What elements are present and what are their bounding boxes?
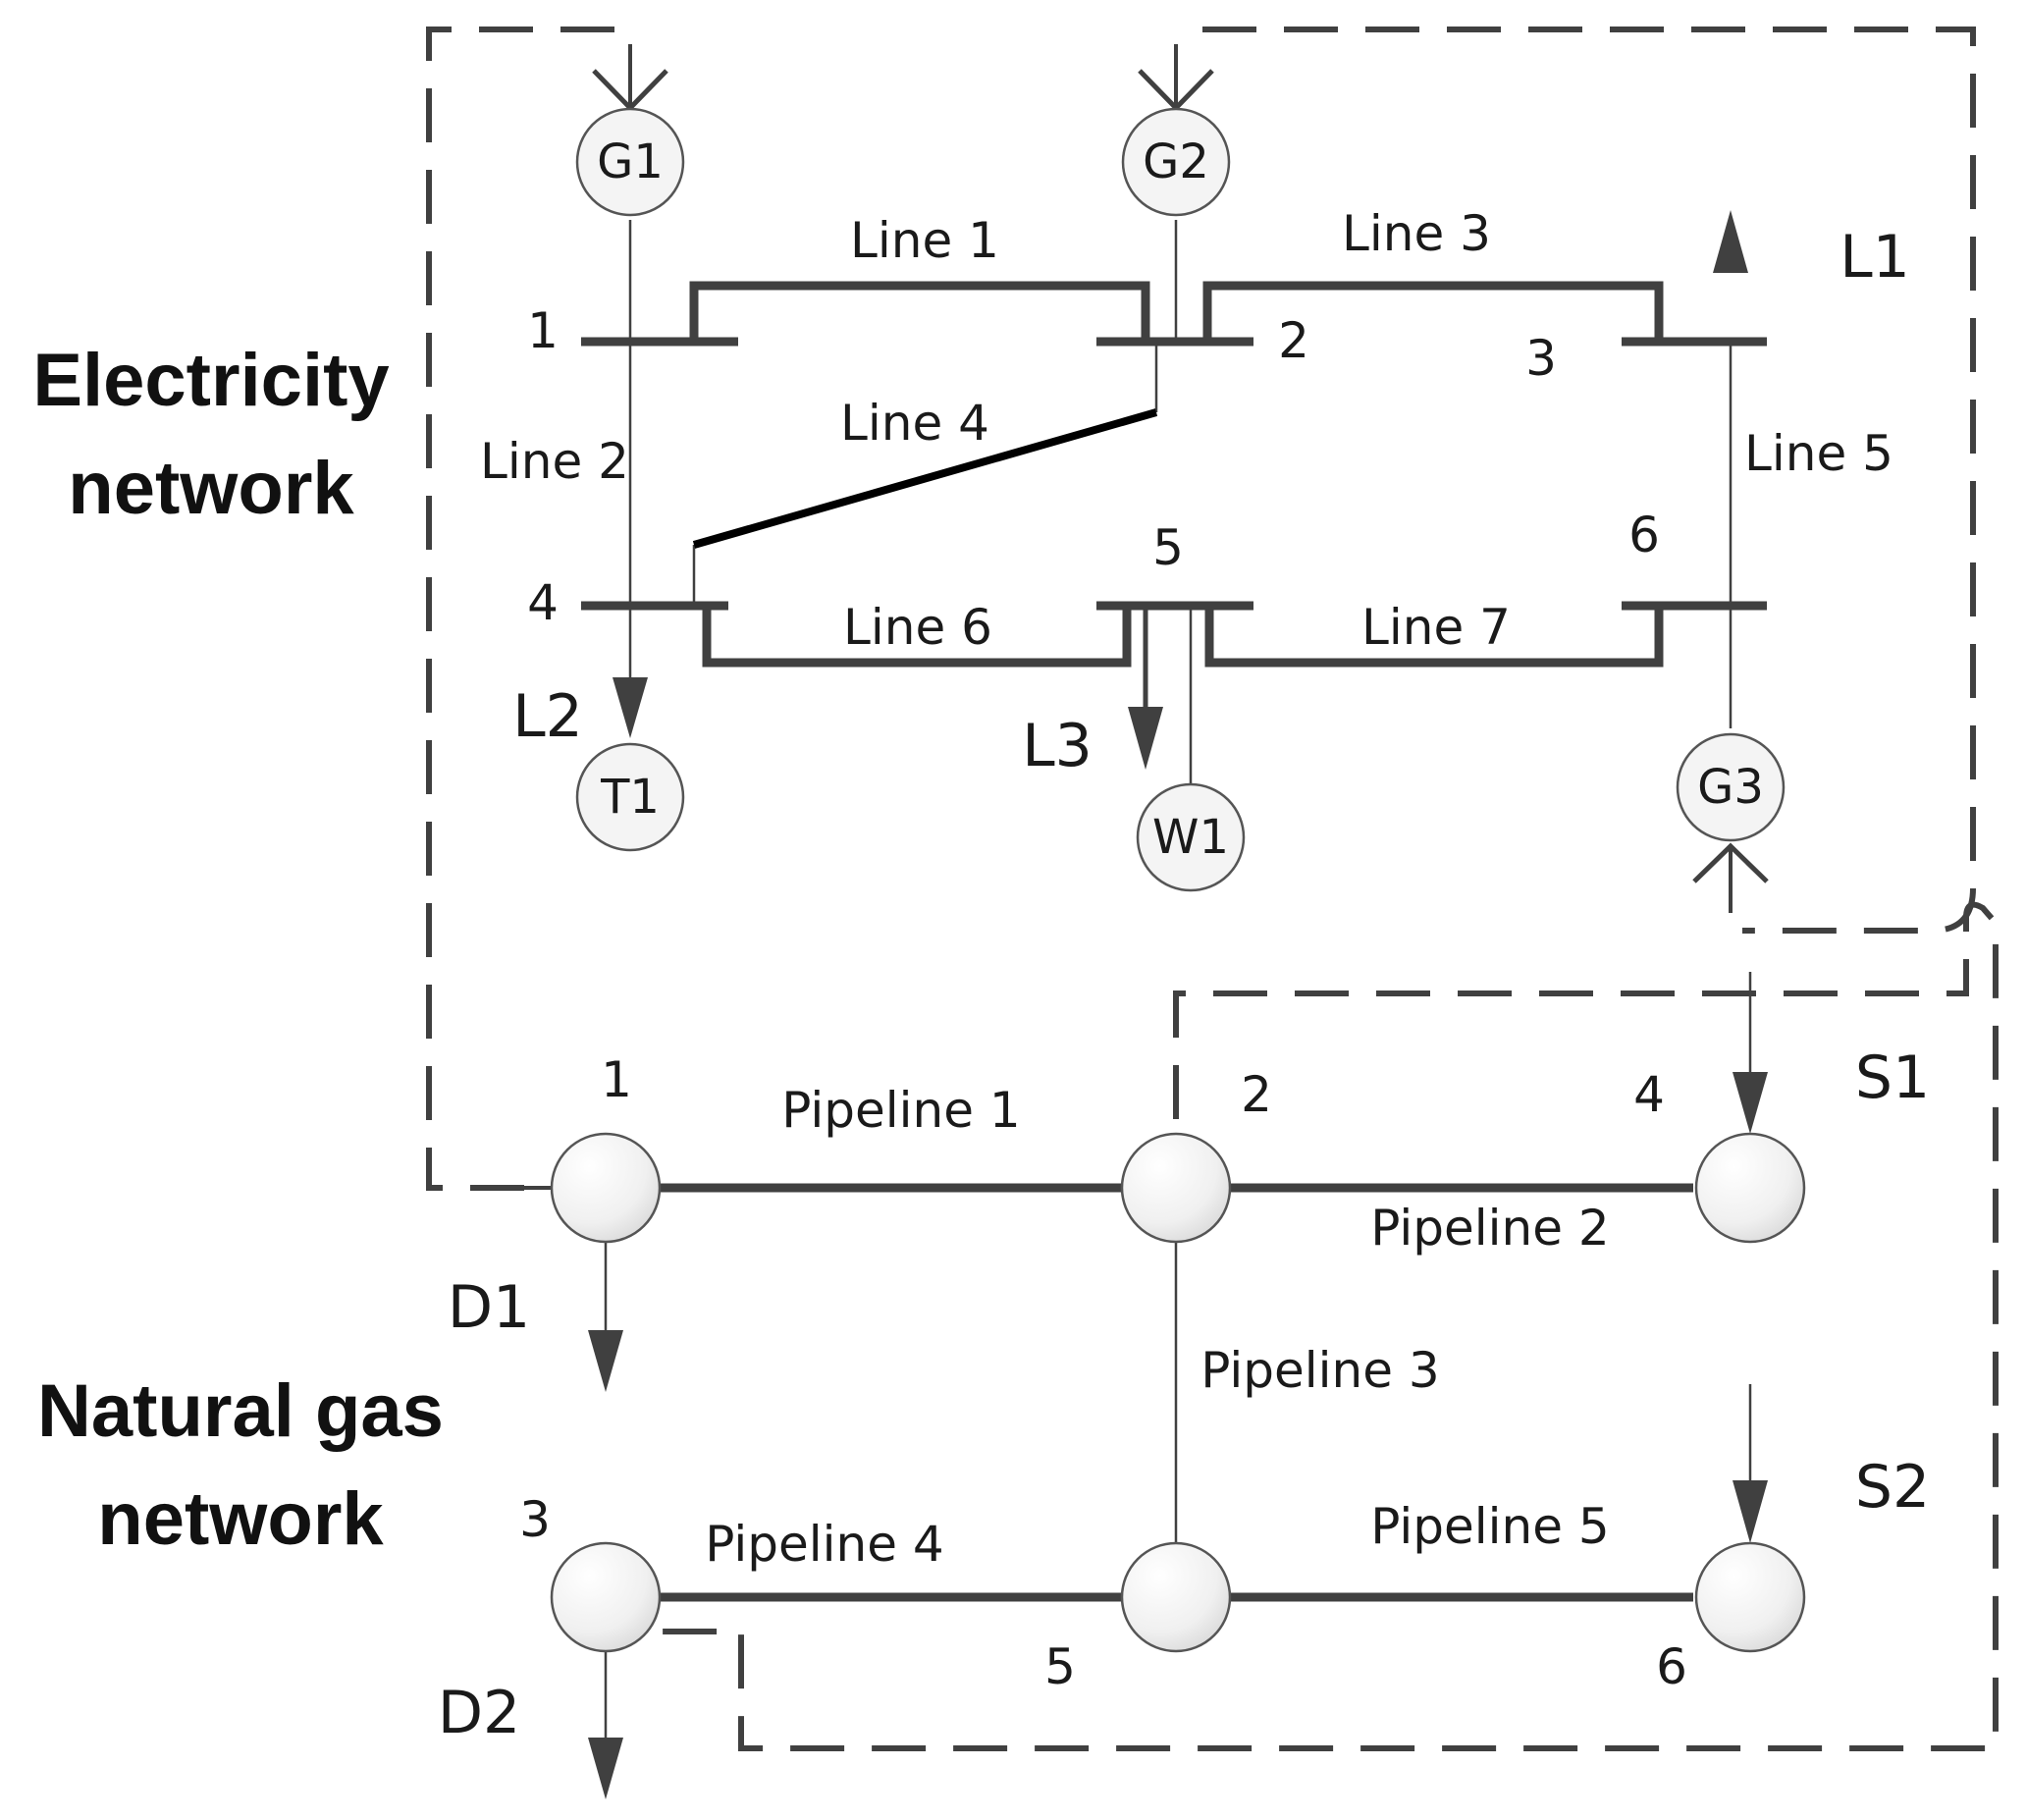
line-3-label: Line 3	[1342, 205, 1491, 262]
source-s1-label: S1	[1855, 1044, 1930, 1112]
unit-g2: G2	[1121, 107, 1231, 217]
bus-1-label: 1	[527, 302, 559, 359]
electricity-boundary	[426, 27, 614, 1191]
load-l3-arrowhead	[1128, 707, 1163, 770]
unit-w1-label: W1	[1152, 810, 1229, 865]
bus-3-label: 3	[1525, 330, 1557, 387]
gas-node-4	[1694, 1132, 1806, 1244]
gas-node-2	[1120, 1132, 1232, 1244]
bus-4-label: 4	[527, 574, 559, 631]
gas-node-2-label: 2	[1241, 1066, 1272, 1123]
line-2-label: Line 2	[480, 433, 629, 490]
bus-6-label: 6	[1628, 507, 1660, 563]
line-7-label: Line 7	[1361, 599, 1511, 656]
unit-t1-label: T1	[600, 770, 660, 825]
demand-d2-arrowhead	[588, 1738, 623, 1799]
load-l3-label: L3	[1022, 712, 1093, 780]
gas-node-1	[550, 1132, 662, 1244]
load-l1-arrowhead	[1713, 210, 1748, 273]
line-4-path	[692, 408, 1158, 549]
unit-g2-label: G2	[1143, 134, 1209, 189]
gas-node-3	[550, 1541, 662, 1653]
source-s1-arrowhead	[1733, 1072, 1768, 1134]
pipeline-3-label: Pipeline 3	[1200, 1342, 1439, 1399]
line-6-path	[702, 606, 1132, 668]
pipeline-2-label: Pipeline 2	[1370, 1200, 1609, 1257]
unit-w1: W1	[1136, 782, 1246, 892]
gas-node-5-label: 5	[1044, 1638, 1076, 1695]
gas-node-1-label: 1	[601, 1051, 632, 1108]
gas-boundary	[638, 901, 1999, 1751]
demand-d2-label: D2	[438, 1679, 520, 1747]
pipeline-4-label: Pipeline 4	[705, 1516, 943, 1573]
bus-2-label: 2	[1278, 312, 1309, 369]
gas-node-6-label: 6	[1656, 1638, 1687, 1695]
source-s2-arrowhead	[1733, 1480, 1768, 1543]
g2-inflow-arrow	[1138, 44, 1214, 112]
bus-5-label: 5	[1152, 519, 1184, 576]
electricity-title-line1: Electricity	[32, 339, 389, 422]
gas-node-5	[1120, 1541, 1232, 1653]
line-3-path	[1202, 281, 1664, 342]
demand-d1-label: D1	[448, 1273, 530, 1342]
load-l1-label: L1	[1839, 223, 1910, 292]
line-1-label: Line 1	[850, 212, 999, 269]
load-l2-label: L2	[512, 682, 583, 751]
gas-node-3-label: 3	[519, 1491, 551, 1548]
g3-inflow-arrow	[1692, 842, 1769, 913]
electricity-title-line2: network	[68, 447, 354, 530]
g1-inflow-arrow	[592, 44, 668, 112]
gas-node-6	[1694, 1541, 1806, 1653]
unit-g3-label: G3	[1697, 760, 1764, 815]
unit-t1: T1	[575, 742, 685, 852]
pipeline-1-label: Pipeline 1	[781, 1082, 1020, 1139]
unit-g1-label: G1	[597, 134, 664, 189]
line-5-label: Line 5	[1744, 425, 1893, 482]
source-s2-label: S2	[1855, 1453, 1930, 1522]
demand-d1-arrowhead	[588, 1330, 623, 1392]
pipeline-5-label: Pipeline 5	[1370, 1498, 1609, 1555]
line-7-path	[1204, 606, 1664, 668]
gas-node-4-label: 4	[1633, 1066, 1665, 1123]
line-6-label: Line 6	[843, 599, 992, 656]
unit-g1: G1	[575, 107, 685, 217]
line-4-label: Line 4	[840, 395, 989, 452]
line-1-path	[689, 281, 1150, 342]
gas-title-line2: network	[97, 1477, 384, 1561]
gas-title-line1: Natural gas	[37, 1369, 444, 1453]
unit-g3: G3	[1676, 732, 1786, 842]
load-l2-arrowhead	[613, 677, 648, 738]
